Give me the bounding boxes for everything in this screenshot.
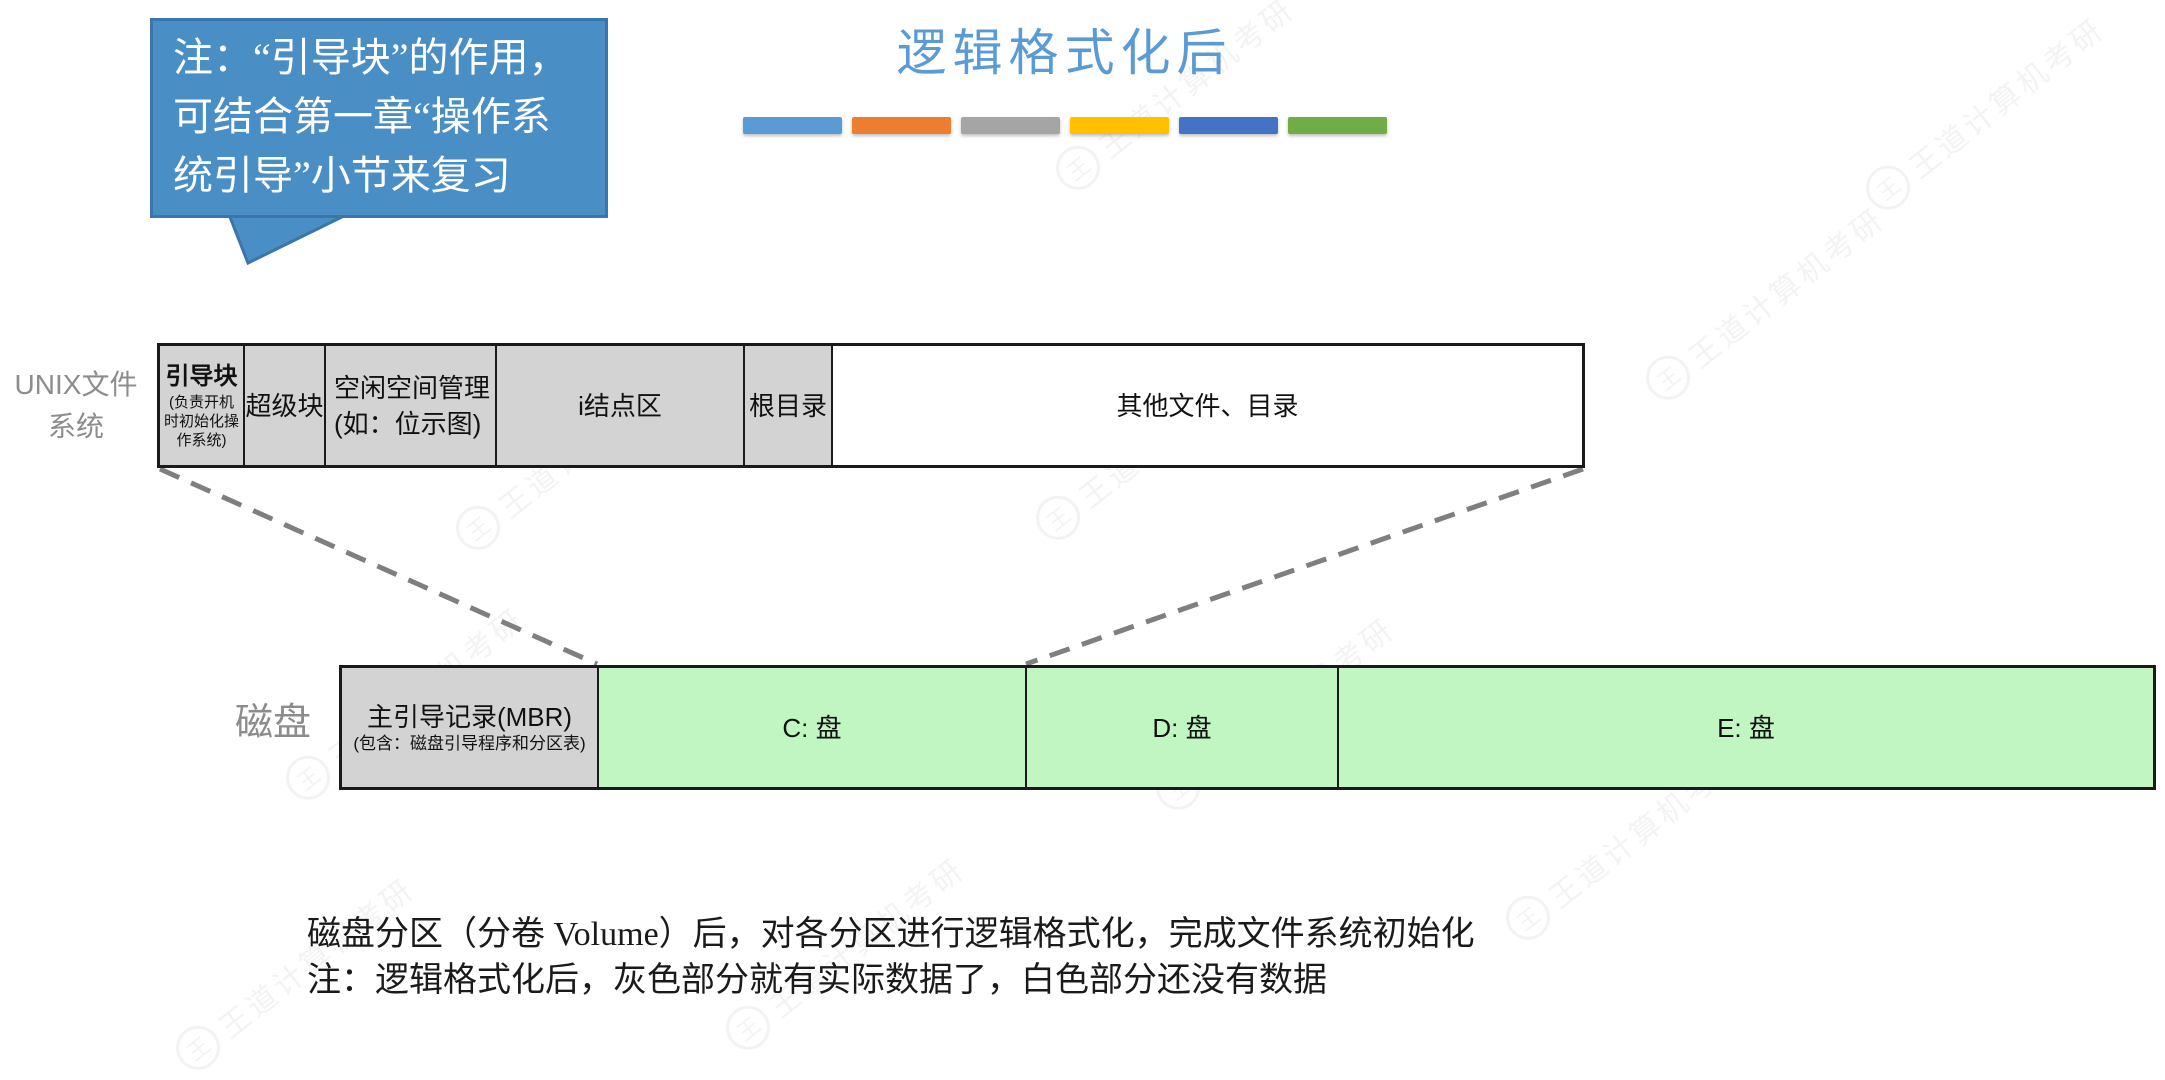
segment-label: 超级块 bbox=[245, 390, 324, 421]
title-dash bbox=[1287, 117, 1387, 134]
segment-label: 主引导记录(MBR) bbox=[366, 701, 573, 732]
title-dash bbox=[960, 117, 1060, 134]
segment-c-drive: C: 盘 bbox=[599, 668, 1027, 787]
footer-note-line: 磁盘分区（分卷 Volume）后，对各分区进行逻辑格式化，完成文件系统初始化 bbox=[307, 916, 1475, 953]
title-dash-row bbox=[742, 117, 1387, 134]
note-callout-line: 统引导”小节来复习 bbox=[173, 152, 511, 198]
segment-sublabel: (负责开机时初始化操作系统) bbox=[164, 394, 240, 449]
segment-root-dir: 根目录 bbox=[745, 346, 833, 465]
note-callout-line: 可结合第一章“操作系 bbox=[173, 93, 551, 139]
segment-label: 根目录 bbox=[748, 390, 827, 421]
unix-filesystem-label: UNIX文件 系统 bbox=[0, 364, 152, 448]
disk-bar: 主引导记录(MBR) (包含：磁盘引导程序和分区表) C: 盘 D: 盘 E: … bbox=[339, 665, 2156, 790]
segment-inode-area: i结点区 bbox=[497, 346, 745, 465]
title-dash bbox=[1178, 117, 1278, 134]
disk-label: 磁盘 bbox=[234, 702, 311, 744]
footer-notes: 磁盘分区（分卷 Volume）后，对各分区进行逻辑格式化，完成文件系统初始化 注… bbox=[307, 912, 1475, 1004]
segment-sublabel: (如：位示图) bbox=[334, 408, 482, 439]
segment-free-space-mgmt: 空闲空间管理 (如：位示图) bbox=[326, 346, 497, 465]
unix-filesystem-bar: 引导块 (负责开机时初始化操作系统) 超级块 空闲空间管理 (如：位示图) i结… bbox=[157, 343, 1585, 468]
title-dash bbox=[1069, 117, 1169, 134]
segment-label: 引导块 bbox=[165, 363, 238, 390]
footer-note-line: 注：逻辑格式化后，灰色部分就有实际数据了，白色部分还没有数据 bbox=[307, 962, 1327, 999]
segment-label: D: 盘 bbox=[1152, 712, 1212, 743]
segment-boot-block: 引导块 (负责开机时初始化操作系统) bbox=[160, 346, 245, 465]
segment-d-drive: D: 盘 bbox=[1027, 668, 1339, 787]
segment-super-block: 超级块 bbox=[245, 346, 326, 465]
title-dash bbox=[851, 117, 951, 134]
connector-line-left bbox=[158, 466, 599, 667]
title-dash bbox=[742, 117, 842, 134]
segment-label: i结点区 bbox=[578, 390, 662, 421]
segment-label: C: 盘 bbox=[782, 712, 842, 743]
segment-label: 空闲空间管理 bbox=[334, 372, 491, 403]
header-block: 逻辑格式化后 bbox=[742, 22, 1387, 134]
segment-label: E: 盘 bbox=[1717, 712, 1775, 743]
segment-label: 其他文件、目录 bbox=[1116, 390, 1299, 421]
segment-sublabel: (包含：磁盘引导程序和分区表) bbox=[353, 733, 586, 753]
connector-line-right bbox=[1025, 466, 1584, 667]
segment-e-drive: E: 盘 bbox=[1339, 668, 2153, 787]
segment-other-files: 其他文件、目录 bbox=[833, 346, 1582, 465]
unix-filesystem-label-line: UNIX文件 bbox=[14, 369, 138, 400]
segment-mbr: 主引导记录(MBR) (包含：磁盘引导程序和分区表) bbox=[342, 668, 599, 787]
note-callout-line: 注：“引导块”的作用， bbox=[173, 34, 569, 80]
unix-filesystem-label-line: 系统 bbox=[47, 411, 104, 442]
page-title: 逻辑格式化后 bbox=[896, 25, 1233, 81]
callout-tail bbox=[225, 210, 353, 266]
note-callout: 注：“引导块”的作用， 可结合第一章“操作系 统引导”小节来复习 bbox=[150, 18, 608, 218]
